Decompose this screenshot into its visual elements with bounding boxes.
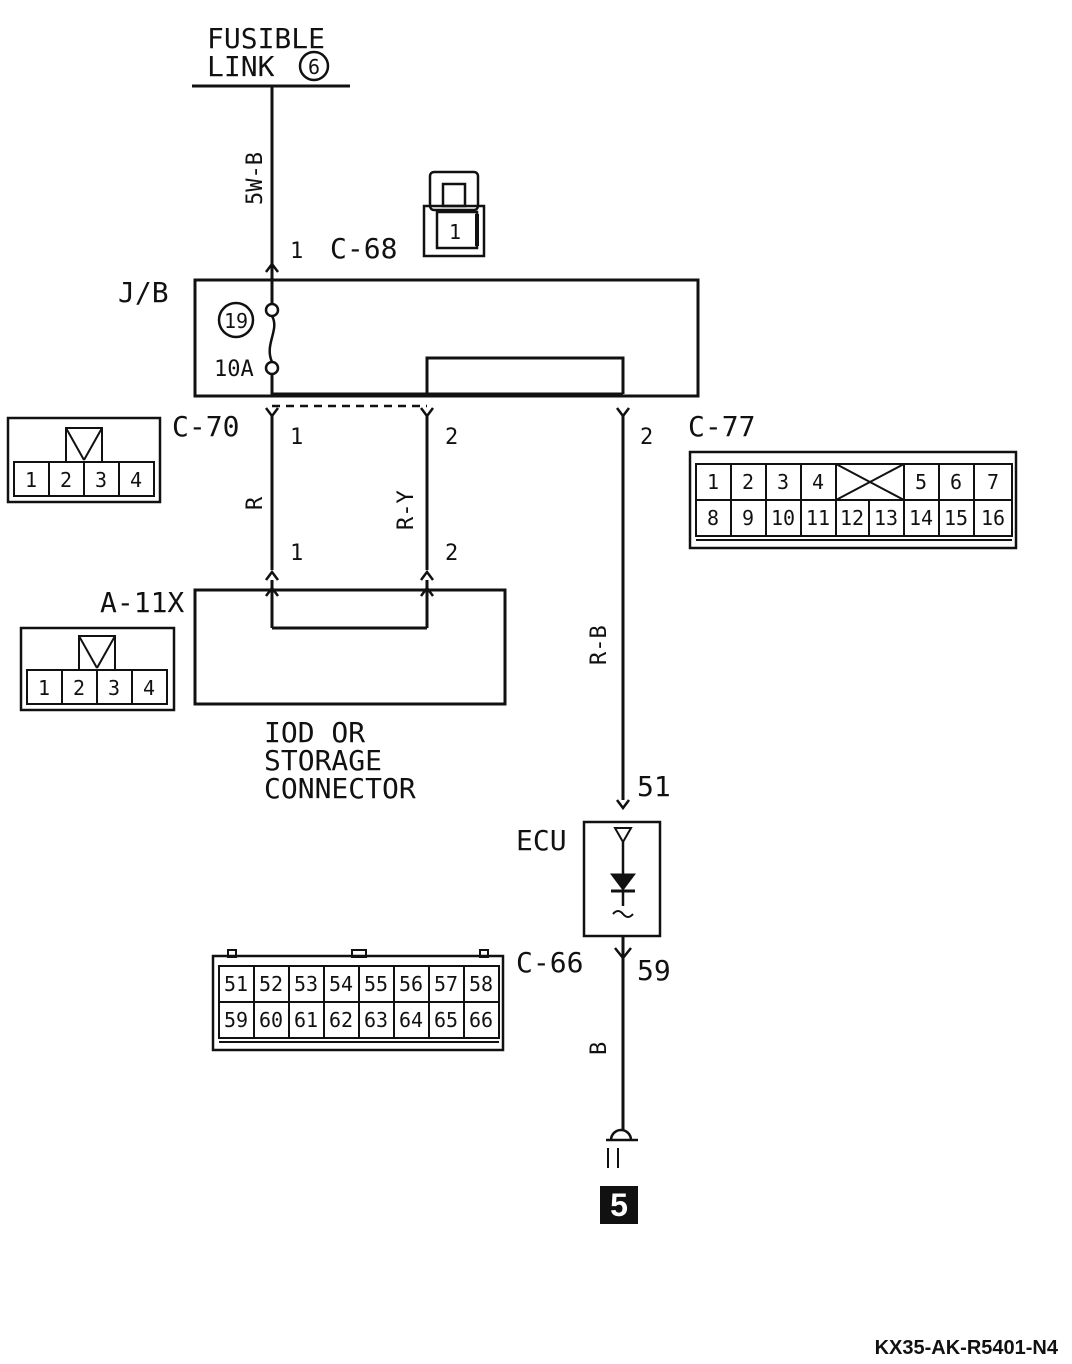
fuse-rating: 10A xyxy=(214,357,254,382)
ecu-input-terminal-icon xyxy=(613,827,633,845)
c66-icon-pin-61: 61 xyxy=(294,1008,318,1032)
c70-icon-pin-2: 2 xyxy=(60,468,72,492)
diode-icon xyxy=(610,873,636,891)
c66-icon-pin-58: 58 xyxy=(469,972,493,996)
c70-terminal-2 xyxy=(420,407,434,419)
c70-label: C-70 xyxy=(172,410,239,443)
c77-icon-pin-11: 11 xyxy=(806,506,830,530)
a11x-pin-2: 2 xyxy=(445,541,458,566)
a11x-terminal-1-upper xyxy=(265,569,279,581)
fuse-terminal-top xyxy=(264,302,280,318)
c77-icon-pin-15: 15 xyxy=(944,506,968,530)
iod-label-line3: CONNECTOR xyxy=(264,772,416,805)
c77-icon-pin-12: 12 xyxy=(840,506,864,530)
wire-label-r-b: R-B xyxy=(587,625,612,665)
c77-icon-pin-14: 14 xyxy=(909,506,933,530)
c77-icon-pin-5: 5 xyxy=(915,470,927,494)
c66-icon-pin-55: 55 xyxy=(364,972,388,996)
c66-icon-pin-59: 59 xyxy=(224,1008,248,1032)
c77-icon-pin-4: 4 xyxy=(812,470,824,494)
c68-icon-pin: 1 xyxy=(449,220,461,244)
jb-internal-link xyxy=(425,356,625,394)
c77-icon-pin-7: 7 xyxy=(987,470,999,494)
c77-icon-pin-2: 2 xyxy=(742,470,754,494)
iod-label-line2: STORAGE xyxy=(264,744,382,777)
a11x-icon-pin-1: 1 xyxy=(38,676,50,700)
c68-terminal-mark xyxy=(265,261,279,273)
fusible-link-label-line2: LINK xyxy=(207,50,275,83)
c68-connector-icon xyxy=(422,170,486,258)
a11x-connector-icon xyxy=(19,626,176,712)
c70-icon-pin-4: 4 xyxy=(130,468,142,492)
c68-label: C-68 xyxy=(330,232,397,265)
c77-icon-pin-9: 9 xyxy=(742,506,754,530)
c68-pin-1: 1 xyxy=(290,239,303,264)
ecu-pin-51: 51 xyxy=(637,770,671,803)
c66-icon-pin-64: 64 xyxy=(399,1008,423,1032)
c77-terminal xyxy=(616,407,630,419)
a11x-terminal-2-upper xyxy=(420,569,434,581)
c70-icon-pin-1: 1 xyxy=(25,468,37,492)
c77-icon-pin-8: 8 xyxy=(707,506,719,530)
c66-icon-pin-51: 51 xyxy=(224,972,248,996)
c70-icon-pin-3: 3 xyxy=(95,468,107,492)
c66-icon-pin-60: 60 xyxy=(259,1008,283,1032)
fuse-element xyxy=(268,315,276,363)
c66-icon-pin-62: 62 xyxy=(329,1008,353,1032)
c66-label: C-66 xyxy=(516,946,583,979)
c70-pin-2: 2 xyxy=(445,425,458,450)
jb-label: J/B xyxy=(118,276,169,309)
wire-label-r: R xyxy=(243,496,268,510)
wire-label-r-y: R-Y xyxy=(394,490,419,530)
c70-connector-icon xyxy=(6,416,162,504)
a11x-pin-1: 1 xyxy=(290,541,303,566)
a11x-icon-pin-4: 4 xyxy=(143,676,155,700)
c66-connector-icon xyxy=(211,949,505,1052)
c77-connector-icon xyxy=(688,450,1018,550)
c66-icon-pin-56: 56 xyxy=(399,972,423,996)
a11x-terminal-2-lower xyxy=(420,585,434,597)
ecu-pin-51-terminal xyxy=(616,799,630,811)
c66-pin-59: 59 xyxy=(637,954,671,987)
iod-label-line1: IOD OR xyxy=(264,716,365,749)
diagram-code: KX35-AK-R5401-N4 xyxy=(875,1337,1059,1359)
a11x-icon-pin-3: 3 xyxy=(108,676,120,700)
c77-icon-pin-16: 16 xyxy=(981,506,1005,530)
c77-icon-pin-6: 6 xyxy=(950,470,962,494)
c66-icon-pin-52: 52 xyxy=(259,972,283,996)
fusible-link-label-line1: FUSIBLE xyxy=(207,22,325,55)
fusible-link-number-circle xyxy=(298,50,330,82)
c66-icon-pin-54: 54 xyxy=(329,972,353,996)
c66-icon-pin-65: 65 xyxy=(434,1008,458,1032)
c77-icon-pin-10: 10 xyxy=(771,506,795,530)
c77-pin-2: 2 xyxy=(640,425,653,450)
ground-icon xyxy=(606,1128,638,1168)
ecu-label: ECU xyxy=(516,824,567,857)
ground-point-badge xyxy=(600,1186,638,1224)
fuse-number: 19 xyxy=(224,309,248,333)
ground-point-number: 5 xyxy=(610,1187,628,1223)
iod-storage-connector-box xyxy=(193,588,507,706)
c66-icon-pin-63: 63 xyxy=(364,1008,388,1032)
wire-label-5w-b: 5W-B xyxy=(243,152,268,205)
c77-label: C-77 xyxy=(688,410,755,443)
fusible-link-number: 6 xyxy=(308,55,320,79)
ecu-output-terminal-icon xyxy=(612,910,634,918)
fuse-terminal-bottom xyxy=(264,360,280,376)
junction-block xyxy=(193,278,700,398)
fuse-number-circle xyxy=(217,301,255,339)
c66-icon-pin-53: 53 xyxy=(294,972,318,996)
c77-icon-pin-3: 3 xyxy=(777,470,789,494)
c70-terminal-1 xyxy=(265,407,279,419)
a11x-terminal-1-lower xyxy=(265,585,279,597)
a11x-icon-pin-2: 2 xyxy=(73,676,85,700)
c77-icon-pin-1: 1 xyxy=(707,470,719,494)
c66-icon-pin-57: 57 xyxy=(434,972,458,996)
c70-pin-1: 1 xyxy=(290,425,303,450)
wire-label-b: B xyxy=(587,1042,612,1055)
c77-icon-pin-13: 13 xyxy=(874,506,898,530)
a11x-label: A-11X xyxy=(100,586,184,619)
c66-icon-pin-66: 66 xyxy=(469,1008,493,1032)
